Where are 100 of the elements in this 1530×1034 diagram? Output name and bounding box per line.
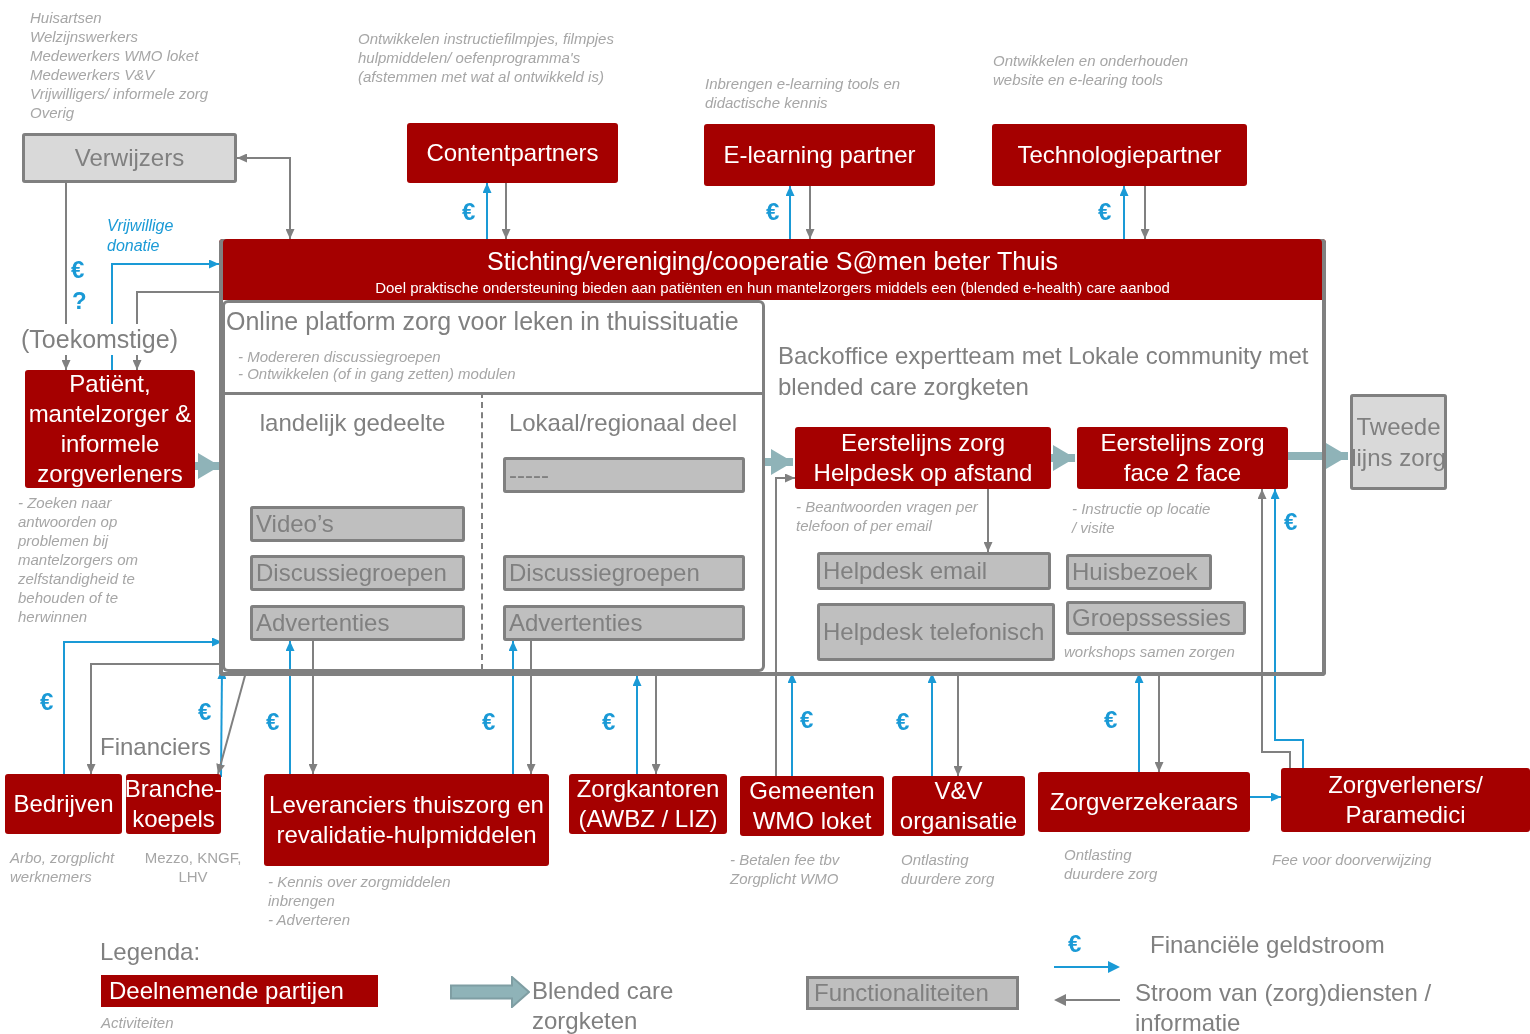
node-text: Groepssessies: [1072, 603, 1231, 633]
caption-text: Ontwikkelen en onderhouden website en e-learing tools: [993, 51, 1190, 89]
node-text: Zorgkantoren (AWBZ / LIZ): [575, 774, 721, 834]
node-text: E-learning partner: [723, 140, 916, 170]
legend-text: Deelnemende partijen: [109, 977, 344, 1005]
node-text: Eerstelijns zorg Helpdesk op afstand: [812, 428, 1034, 488]
caption-text: - Adverteren: [268, 910, 351, 929]
euro-sign: ?: [72, 287, 87, 315]
node-text: Stichting/vereniging/cooperatie S@men beter Thuis: [486, 247, 1059, 276]
node-text: Bedrijven: [13, 789, 114, 819]
edge-label: €: [1284, 508, 1298, 536]
party-box: [264, 774, 549, 866]
node-text: Video’s: [256, 509, 334, 539]
note-text: Activiteiten: [101, 1014, 174, 1031]
arrow: [217, 668, 227, 778]
arrow: [308, 640, 318, 775]
caption-text: Inbrengen e-learning tools en didactische kennis: [705, 74, 902, 112]
function-box: [250, 555, 465, 591]
edge-label: €: [1098, 198, 1112, 226]
caption-text: Arbo, zorgplicht werknemers: [10, 848, 116, 886]
arrow: [785, 185, 795, 240]
caption-text: Ontwikkelen instructiefilmpjes, filmpjes hulpmiddelen/ oefenprogramma's (afstemmen met wat al ontwikkeld is): [358, 29, 615, 86]
node-text: - Modereren discussiegroepen: [237, 348, 441, 365]
node-text: Tweede lijns zorg: [1350, 411, 1447, 473]
caption-text: Medewerkers WMO loket: [30, 46, 200, 65]
edge-label: €: [462, 198, 476, 226]
edge-label: €: [896, 708, 910, 736]
node-text: - Ontwikkelen (of in gang zetten) modulen: [237, 365, 516, 382]
node-text: Helpdesk email: [823, 556, 988, 586]
party-box: [1038, 772, 1250, 832]
node-text: Helpdesk telefonisch: [823, 617, 1045, 647]
party-box: [407, 123, 618, 183]
organisation-panel: [219, 239, 1326, 676]
function-box: [817, 603, 1055, 661]
caption-text: Ontlasting duurdere zorg: [901, 850, 996, 888]
node-text: Leveranciers thuiszorg en revalidatie-hulpmiddelen: [268, 790, 545, 850]
legend-text: Blended care zorgketen: [532, 976, 675, 1034]
node-text: Online platform zorg voor leken in thuissituatie: [226, 307, 739, 336]
node-text: Discussiegroepen: [256, 558, 447, 588]
caption-text: Mezzo, KNGF, LHV: [143, 848, 243, 886]
edge-label: €: [198, 698, 212, 726]
block-arrow: [1288, 443, 1348, 469]
caption-text: Ontlasting duurdere zorg: [1064, 845, 1159, 883]
function-box: [1066, 554, 1212, 590]
node-text: Doel praktische ondersteuning bieden aan patiënten en hun mantelzorgers middels een (blended e-health) care aanbod: [375, 279, 1170, 296]
party-box: [795, 427, 1051, 489]
function-box: [817, 552, 1051, 590]
function-box: [1066, 601, 1246, 635]
node-text: Discussiegroepen: [509, 558, 700, 588]
arrow: [775, 473, 796, 777]
edge-label: €: [40, 688, 54, 716]
node-text: Zorgverleners/ Paramedici: [1327, 770, 1484, 830]
arrow: [632, 675, 642, 775]
euro-sign: €: [71, 256, 85, 284]
function-box: [250, 506, 465, 542]
legend-text: Functionaliteiten: [814, 979, 989, 1007]
arrow: [508, 640, 518, 775]
node-text: V&V organisatie: [898, 776, 1019, 836]
caption-text: - Betalen fee tbv Zorgplicht WMO: [730, 850, 841, 888]
arrow: [1119, 185, 1129, 240]
euro-sign: €: [1068, 930, 1082, 958]
node-text: Contentpartners: [426, 138, 599, 168]
function-box: [503, 555, 745, 591]
edge-label: €: [482, 708, 496, 736]
node-text: Advertenties: [509, 608, 643, 638]
node-text: Lokaal/regionaal deel: [508, 409, 738, 437]
party-box: [992, 124, 1247, 186]
section-panel: [481, 392, 763, 670]
caption-text: - Beantwoorden vragen per telefoon of per email: [796, 497, 979, 535]
arrow: [285, 640, 295, 775]
edge-label: €: [602, 708, 616, 736]
caption-text: Welzijnswerkers: [30, 27, 140, 46]
node-text: Eerstelijns zorg face 2 face: [1099, 428, 1266, 488]
edge-label: €: [766, 198, 780, 226]
party-box: [704, 124, 935, 186]
caption-text: - Zoeken naar antwoorden op problemen bij mantelzorgers om zelfstandigheid te behouden of te herwinnen: [18, 493, 140, 626]
node-text: Advertenties: [256, 608, 390, 638]
node-text: Backoffice expertteam met Lokale community met blended care zorgketen: [778, 341, 1310, 403]
arrow: [1257, 488, 1291, 769]
platform-panel: [222, 300, 765, 672]
node-text: landelijk gedeelte: [259, 409, 446, 437]
node-text: -----: [509, 460, 549, 490]
party-box: [1281, 768, 1530, 832]
node-heading: (Toekomstige): [21, 324, 178, 356]
party-box: [1350, 394, 1447, 490]
double-arrow: [236, 153, 295, 240]
arrow: [1249, 792, 1282, 802]
arrow: [651, 675, 661, 775]
edge-label: €: [800, 706, 814, 734]
edge-label: €: [1104, 706, 1118, 734]
caption-text: - Instructie op locatie / visite: [1072, 499, 1212, 537]
caption-text: workshops samen zorgen: [1064, 642, 1236, 661]
legend-text: Stroom van (zorg)diensten / informatie: [1135, 978, 1433, 1034]
node-text: Patiënt, mantelzorger & informele zorgverleners: [27, 369, 193, 489]
arrow: [501, 182, 511, 240]
party-box: [1077, 427, 1288, 489]
block-arrow: [195, 453, 220, 479]
arrow: [1270, 488, 1304, 769]
function-box: [503, 457, 745, 493]
caption-text: Huisartsen: [30, 8, 103, 27]
